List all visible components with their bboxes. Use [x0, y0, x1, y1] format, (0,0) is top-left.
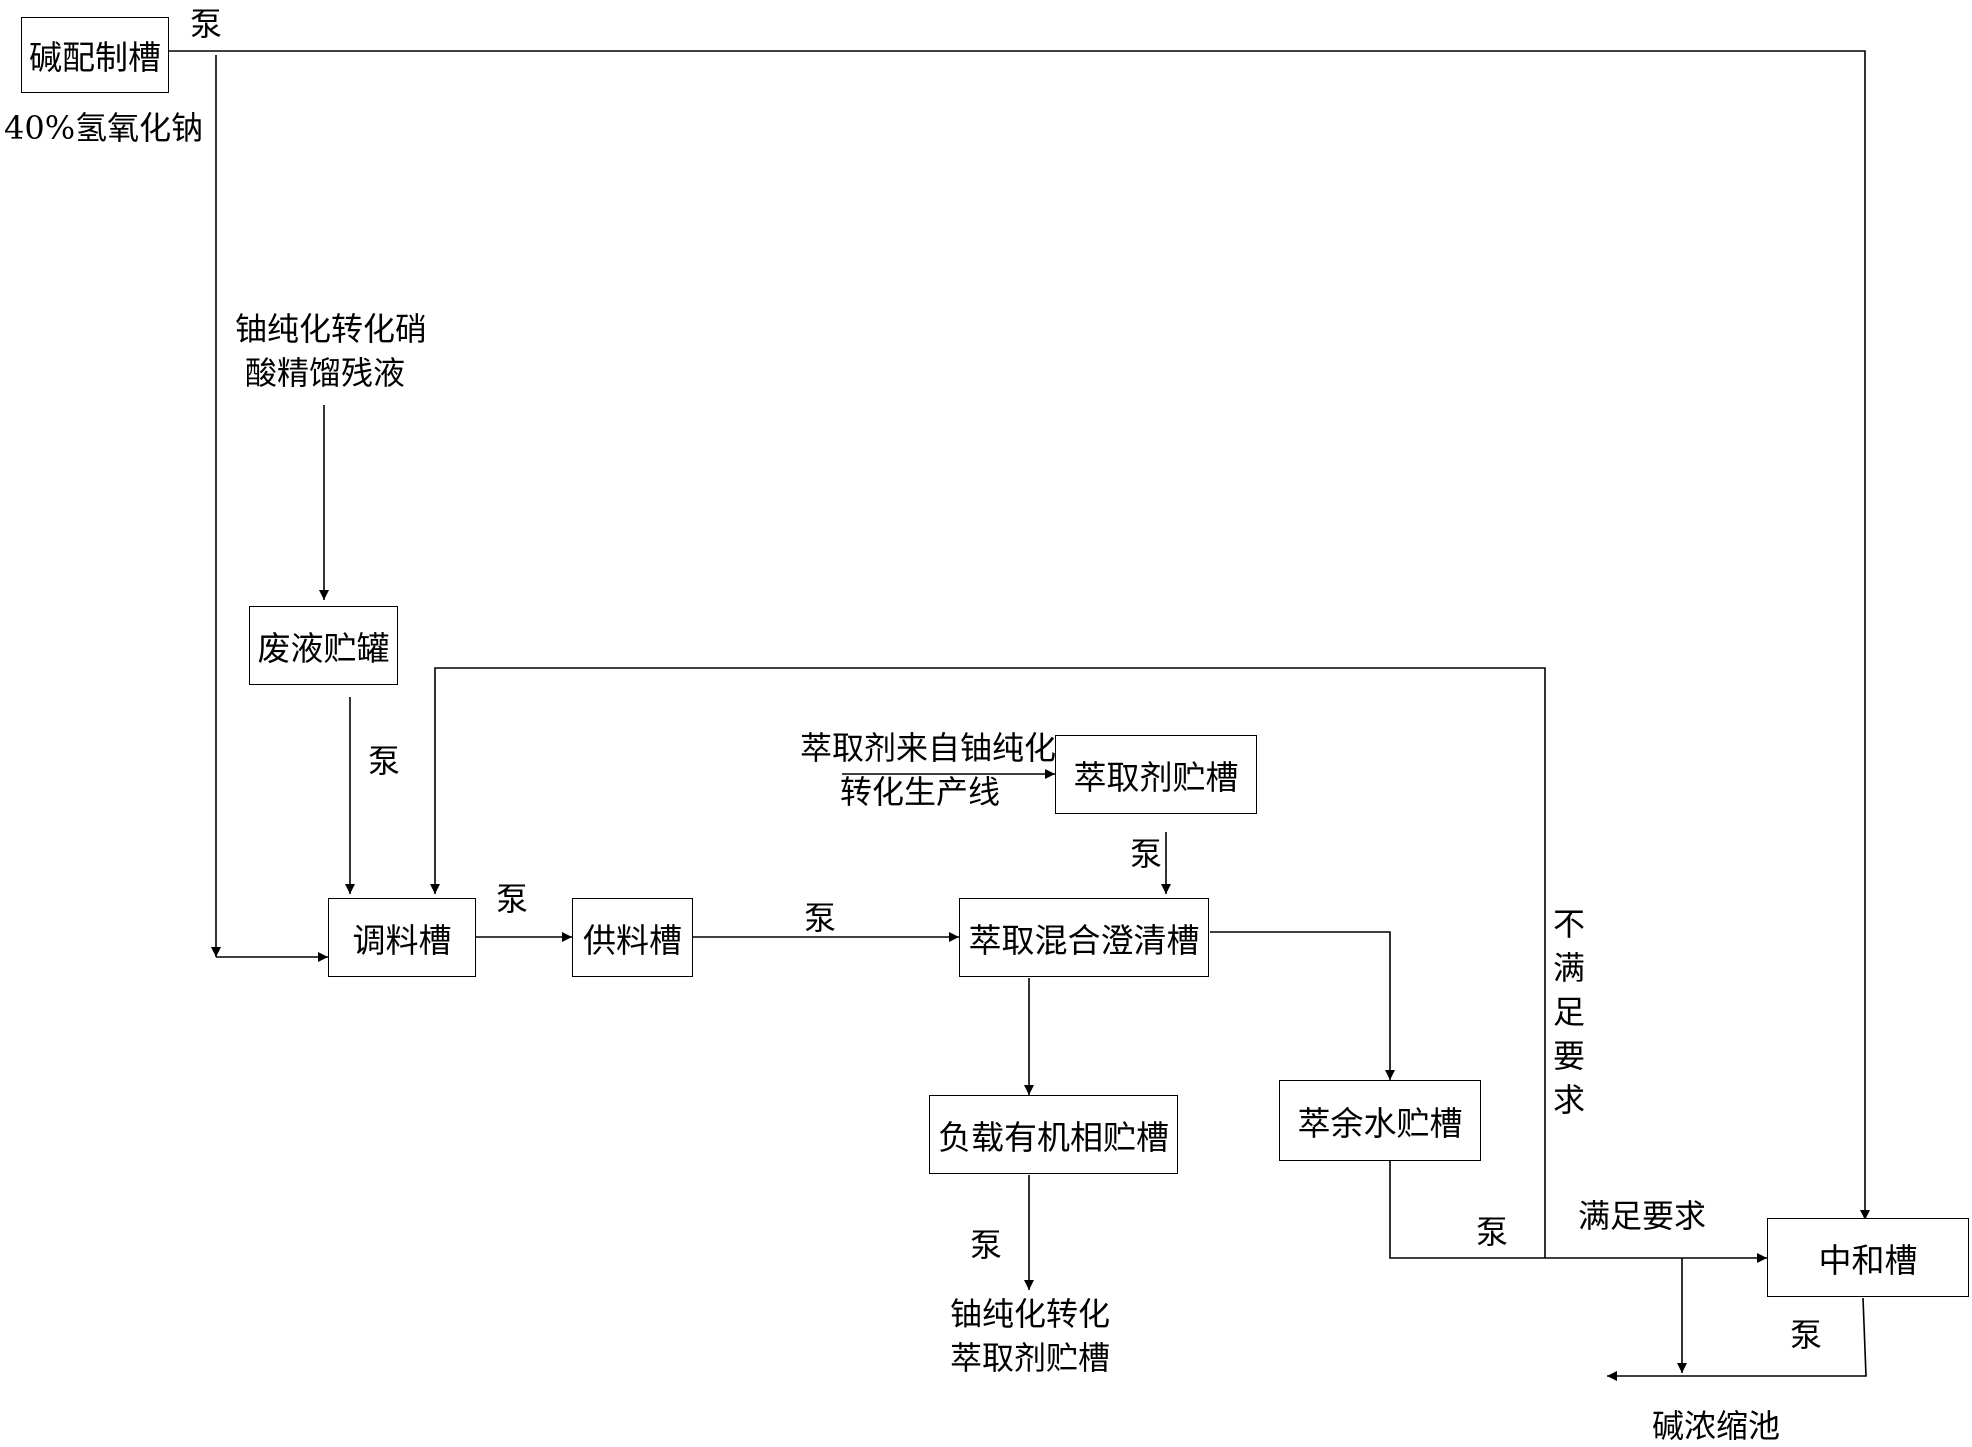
blend-tank: 调料槽 [328, 898, 476, 977]
loaded-organic-tank: 负载有机相贮槽 [929, 1095, 1178, 1174]
uranium-extractant-tank-label: 铀纯化转化 萃取剂贮槽 [949, 1295, 1110, 1377]
extractant-source-label: 萃取剂来自铀纯化 转化生产线 [800, 729, 1057, 811]
extractant-tank: 萃取剂贮槽 [1055, 735, 1257, 814]
naoh-label: 40%氢氧化钠 [4, 109, 204, 147]
pump-label-neutralization: 泵 [1790, 1316, 1823, 1354]
meets-requirement-label: 满足要求 [1578, 1197, 1707, 1235]
raffinate-tank: 萃余水贮槽 [1279, 1080, 1481, 1161]
pump-label-organic: 泵 [970, 1226, 1003, 1264]
pump-label-extractant: 泵 [1130, 835, 1163, 873]
pump-label-feed: 泵 [804, 899, 837, 937]
concentration-pool-label: 碱浓缩池 [1652, 1407, 1781, 1445]
line-raffinate-to-neutralization [1389, 1161, 1767, 1263]
mixer-settler-tank: 萃取混合澄清槽 [959, 898, 1209, 977]
line-alkali-to-neutralization [168, 50, 1870, 1220]
pump-label-alkali: 泵 [190, 5, 223, 43]
pump-label-raffinate: 泵 [1476, 1213, 1509, 1251]
alkali-prep-tank: 碱配制槽 [21, 17, 169, 93]
line-recycle-to-blend [430, 667, 1546, 1258]
pump-label-waste: 泵 [368, 742, 401, 780]
line-mixer-to-raffinate [1210, 931, 1395, 1080]
not-meet-requirement-label: 不 满 足 要 求 [1552, 905, 1585, 1119]
neutralization-tank: 中和槽 [1767, 1218, 1969, 1297]
pump-label-blend: 泵 [496, 880, 529, 918]
feed-tank: 供料槽 [572, 898, 693, 977]
line-neutralization-to-pool [1607, 1297, 1867, 1381]
waste-tank: 废液贮罐 [249, 606, 398, 685]
residue-label: 铀纯化转化硝 酸精馏残液 [235, 310, 428, 392]
